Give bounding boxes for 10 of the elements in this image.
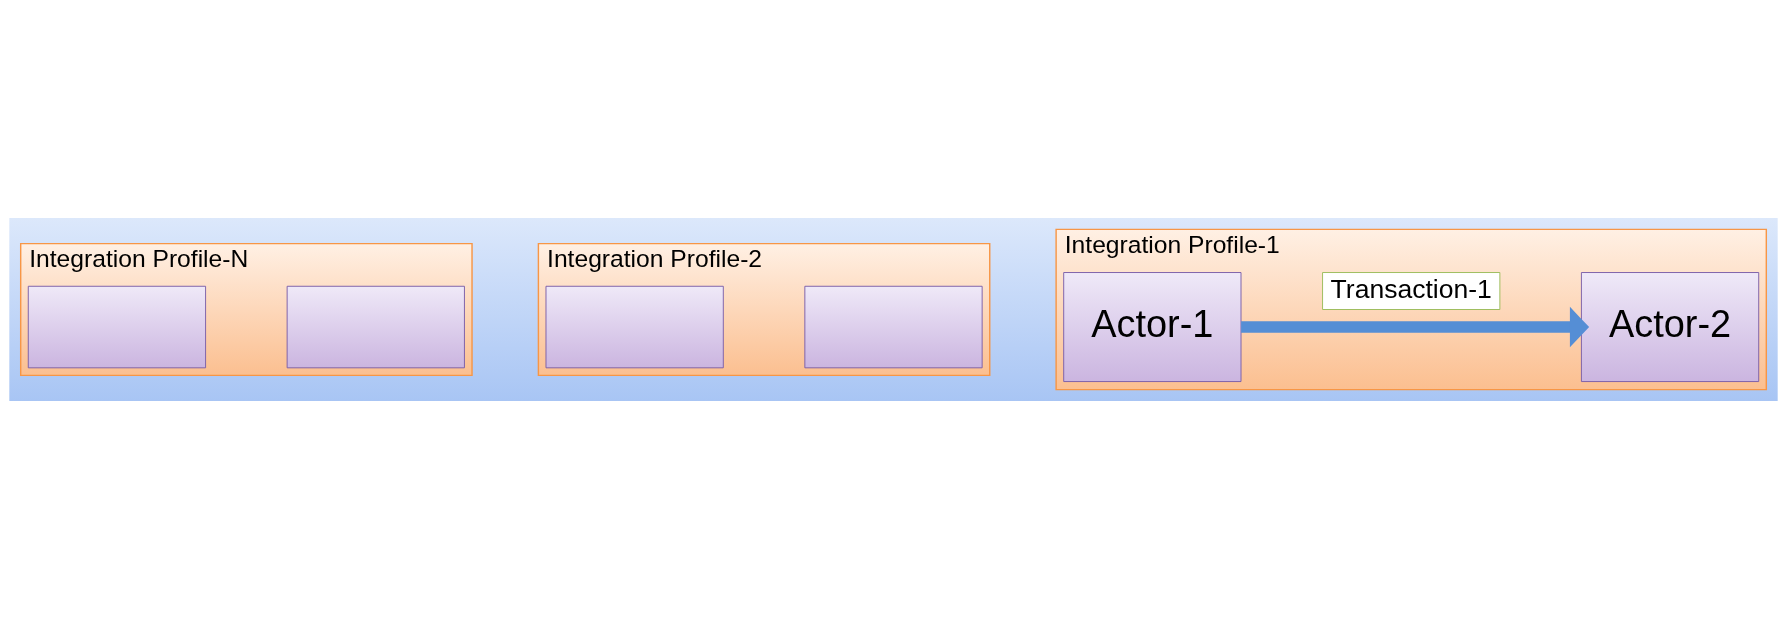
node-box [804, 285, 983, 369]
node-box [286, 285, 465, 369]
node-box [545, 285, 724, 369]
cluster: Integration Profile-N [20, 242, 473, 377]
node-box: Actor-1 [1063, 272, 1242, 383]
arrow [1241, 306, 1590, 348]
node-box: Actor-2 [1580, 272, 1760, 383]
node-box [27, 285, 207, 369]
cluster: Integration Profile-2 [537, 242, 991, 377]
node-box: Transaction-1 [1322, 272, 1501, 310]
